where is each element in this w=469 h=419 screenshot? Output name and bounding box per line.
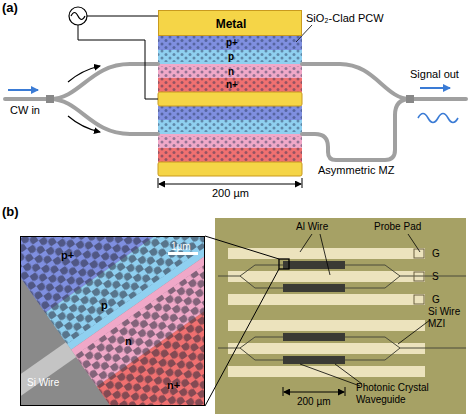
sem-image — [75, 236, 205, 406]
pin-name: S — [432, 271, 439, 283]
y-junction — [46, 95, 54, 103]
split-arrow — [68, 66, 100, 132]
chip-photo — [283, 333, 345, 341]
part-name: SiO₂-Clad PCW — [306, 12, 384, 24]
dimension-line — [283, 387, 345, 396]
leader-line — [408, 234, 420, 252]
si-waveguide — [50, 99, 158, 134]
si-waveguide — [302, 64, 466, 99]
signal-name: CW in — [10, 104, 40, 116]
split-arrow — [68, 66, 100, 82]
region-label: n+ — [226, 79, 238, 91]
part-name: Asymmetric MZ — [318, 164, 394, 176]
electrical-wire — [78, 25, 158, 99]
chip-photo — [218, 337, 466, 360]
electrical-wire — [87, 16, 158, 17]
y-junction — [46, 95, 414, 103]
chip-photo — [228, 248, 425, 259]
electrical-wire — [78, 16, 158, 99]
chip-photo — [228, 294, 425, 305]
dimension-line — [159, 184, 301, 185]
region-label: n+ — [167, 379, 180, 391]
chip-photo — [283, 261, 345, 364]
part-name: Photonic Crystal Waveguide — [356, 382, 448, 406]
region-label: p+ — [226, 37, 238, 49]
chip-photo — [228, 248, 425, 377]
dimension-line — [283, 387, 345, 396]
region-label: p — [228, 51, 234, 63]
split-arrow — [68, 116, 100, 132]
si-waveguide — [302, 99, 410, 160]
zoom-frame — [279, 259, 289, 269]
sem-image — [20, 342, 76, 406]
light-arrow — [8, 88, 458, 123]
pcw-lower-arm — [158, 106, 302, 132]
sem-image — [20, 236, 205, 406]
chip-photo — [215, 218, 466, 414]
metal-pad — [158, 92, 302, 106]
signal-source — [69, 7, 87, 25]
dimension-line — [158, 178, 302, 188]
metal-pad — [158, 162, 302, 176]
si-waveguide — [5, 64, 158, 99]
part-name: Si Wire — [27, 377, 59, 389]
leader-line — [300, 234, 430, 386]
part-name: Al Wire — [296, 221, 328, 233]
pin-name: G — [432, 248, 440, 260]
sem-image — [20, 236, 205, 406]
zoom-frame — [205, 236, 279, 406]
signal-name: Signal out — [410, 68, 459, 80]
dimension: 200 µm — [297, 396, 331, 408]
metal-pad: Metal — [158, 10, 302, 36]
chip-photo — [414, 249, 424, 304]
chip-photo — [283, 356, 345, 364]
pcw-lower-arm — [158, 106, 302, 162]
chip-photo — [283, 284, 345, 292]
zoom-frame — [205, 236, 289, 406]
y-junction — [406, 95, 414, 103]
si-waveguide — [5, 64, 466, 160]
light-arrow — [8, 89, 38, 91]
sem-image — [168, 252, 198, 255]
sem-inset: p+ p n n+ 1µm Si Wire — [20, 236, 205, 406]
pcw-upper-arm — [158, 66, 302, 92]
chip-photo — [218, 265, 466, 288]
chip-photo — [215, 218, 466, 414]
dimension-line — [284, 392, 344, 393]
metal-pad — [158, 92, 302, 176]
signal-source — [69, 7, 87, 25]
chip-photo — [283, 261, 345, 269]
chip-photo — [414, 295, 424, 304]
region-label: n — [125, 335, 132, 347]
leader-line — [300, 234, 330, 275]
chip-photo — [228, 366, 425, 377]
dimension-line — [158, 178, 302, 188]
pcw-lower-arm — [158, 136, 302, 162]
chip-photo — [228, 320, 425, 331]
pin-name: G — [432, 294, 440, 306]
leader-line — [398, 320, 430, 344]
pad-label: Metal — [159, 18, 303, 30]
region-label: n — [228, 66, 234, 78]
region-label: p — [101, 299, 108, 311]
chip-photo — [414, 272, 424, 281]
light-arrow — [420, 87, 450, 89]
scale-label: 1µm — [171, 241, 191, 253]
light-arrow — [418, 114, 458, 123]
part-name: Si Wire MZI — [428, 306, 466, 330]
region-label: p+ — [61, 249, 74, 261]
signal-source — [71, 13, 85, 20]
part-name: Probe Pad — [374, 221, 421, 233]
leader-line — [300, 364, 362, 386]
pcw-upper-arm — [158, 36, 302, 92]
panel-label: (b) — [2, 206, 19, 218]
dimension: 200 µm — [212, 187, 249, 199]
panel-label: (a) — [2, 2, 18, 14]
pcw-upper-arm — [158, 36, 302, 62]
